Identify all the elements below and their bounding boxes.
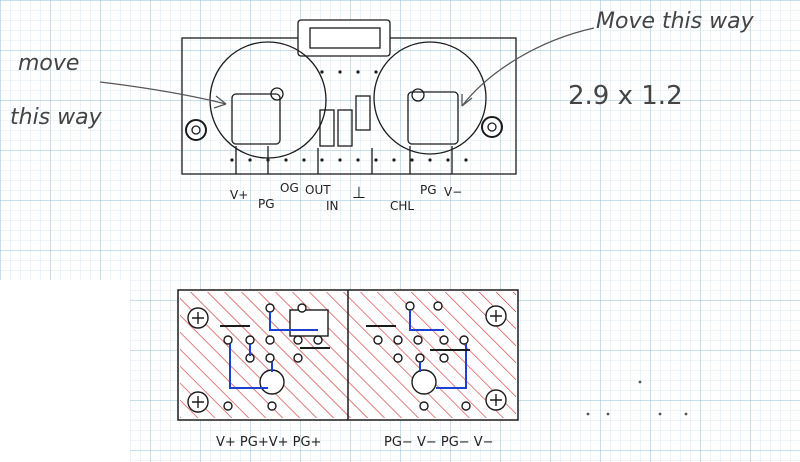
note-move: move (18, 51, 79, 76)
right-capacitor-pad (411, 369, 437, 395)
pin-v-plus: V+ (230, 188, 248, 202)
pin-pg: PG (258, 197, 275, 211)
small-part-a (319, 109, 335, 147)
left-mount-hole (185, 119, 207, 141)
right-bottom-board (373, 301, 507, 411)
graph-paper-top (0, 0, 800, 280)
pin-pg-2: PG (420, 183, 437, 197)
right-arrow (461, 27, 595, 107)
right-screw (411, 88, 425, 102)
right-arrow-head (461, 94, 473, 107)
pin-og: OG (280, 181, 299, 195)
left-board-black-marks (220, 325, 330, 349)
blank-margin (0, 280, 130, 462)
left-arrow-head (213, 95, 227, 109)
left-mount-inner (191, 125, 201, 135)
bottom-label-left: V+ PG+V+ PG+ (216, 435, 321, 450)
right-component (407, 91, 459, 145)
stray-dots (586, 380, 688, 416)
note-dimensions: 2.9 x 1.2 (568, 81, 683, 111)
left-bottom-board (187, 303, 329, 413)
small-part-b (337, 109, 353, 147)
pin-in: IN (326, 199, 339, 213)
connector-block (297, 19, 391, 57)
bottom-boards (177, 289, 519, 421)
right-capacitor (373, 41, 487, 155)
left-ic-box (289, 309, 329, 337)
right-mount-inner (487, 122, 497, 132)
note-this-way: this way (10, 105, 103, 130)
left-component (231, 93, 281, 145)
center-traces (317, 148, 373, 174)
top-pin-labels: V+ PG OG OUT IN ⊥ CHL PG V− (230, 181, 462, 213)
note-move-this-way: Move this way (596, 9, 755, 34)
top-board-sketch (181, 19, 517, 175)
left-board-traces (229, 312, 318, 389)
pin-chl: CHL (390, 199, 414, 213)
connector-inner (309, 27, 381, 49)
left-screw (270, 87, 284, 101)
pin-ground: ⊥ (352, 183, 366, 202)
pin-v-minus: V− (444, 185, 462, 199)
small-part-c (355, 95, 371, 131)
pin-out: OUT (305, 183, 331, 197)
right-board-black-marks (366, 325, 470, 351)
left-capacitor-pad (259, 369, 285, 395)
top-board-pad-row (230, 70, 468, 162)
right-board-traces (409, 310, 467, 389)
right-mount-hole (481, 116, 503, 138)
bottom-label-right: PG− V− PG− V− (384, 435, 494, 450)
left-arrow (99, 81, 227, 105)
